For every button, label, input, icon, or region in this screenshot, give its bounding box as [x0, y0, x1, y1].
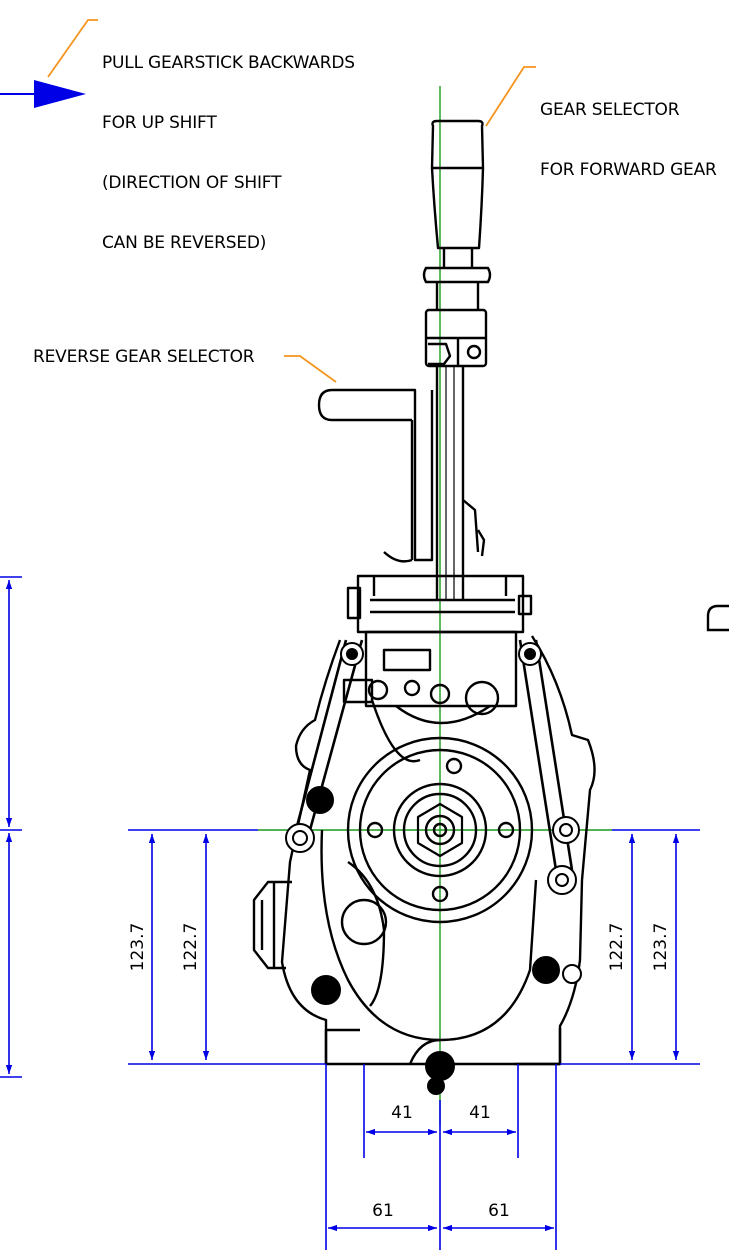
lower-sump: [320, 829, 538, 1042]
adjacent-part-edge: [706, 604, 729, 632]
dim-label-outer-right: 61: [488, 1201, 510, 1221]
upshift-note: PULL GEARSTICK BACKWARDS FOR UP SHIFT (D…: [102, 13, 355, 273]
upshift-note-line-4: CAN BE REVERSED): [102, 233, 267, 253]
side-bracket: [252, 880, 292, 970]
gear-shaft: [435, 366, 465, 600]
knob-collar: [422, 266, 492, 284]
dim-label-right-outer: 123.7: [651, 923, 671, 972]
reverse-selector-note: REVERSE GEAR SELECTOR: [33, 347, 255, 367]
dim-label-right-inner: 122.7: [607, 923, 627, 972]
left-upper-bolt: [306, 786, 334, 814]
dim-label-left-inner: 122.7: [181, 923, 201, 972]
dim-label-inner-right: 41: [469, 1103, 491, 1123]
dimension-lines: [0, 576, 700, 1250]
dim-label-outer-left: 61: [372, 1201, 394, 1221]
idler-gear: [340, 898, 388, 946]
upshift-leader: [47, 19, 98, 78]
gear-selector-note: GEAR SELECTOR FOR FORWARD GEAR: [540, 60, 729, 200]
dim-label-left-outer: 123.7: [128, 923, 148, 972]
gear-selector-note-line-2: FOR FORWARD GEAR: [540, 160, 717, 180]
upshift-note-line-1: PULL GEARSTICK BACKWARDS: [102, 53, 355, 73]
gearbox-body: [252, 119, 596, 1066]
dim-label-inner-left: 41: [391, 1103, 413, 1123]
right-lower-bolt: [532, 956, 560, 984]
output-nut: [416, 802, 464, 858]
upshift-direction-arrow: [0, 80, 86, 108]
main-housing: [280, 635, 596, 1066]
bearing-housing: [346, 736, 534, 924]
reverse-selector-handle: [317, 388, 434, 562]
gear-selector-leader: [485, 66, 536, 127]
leader-lines: [47, 19, 536, 383]
bottom-bolt: [425, 1051, 455, 1081]
upshift-note-line-2: FOR UP SHIFT: [102, 113, 217, 133]
left-lower-bolt: [311, 975, 341, 1005]
fasteners: [285, 642, 582, 1095]
upshift-note-line-3: (DIRECTION OF SHIFT: [102, 173, 282, 193]
gear-selector-note-line-1: GEAR SELECTOR: [540, 100, 680, 120]
reverse-selector-leader: [284, 355, 337, 383]
